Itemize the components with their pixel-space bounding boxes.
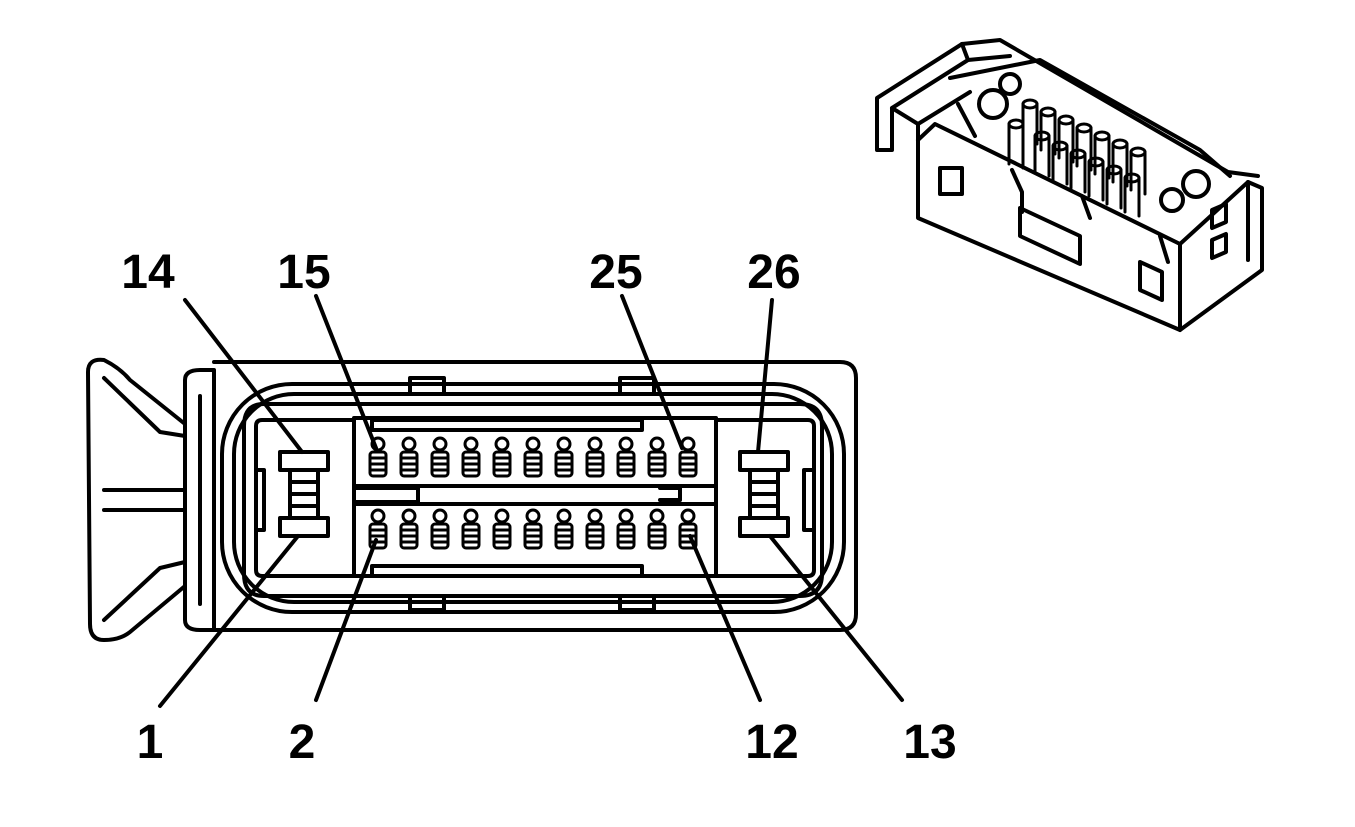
connector-isometric-view	[875, 38, 1264, 332]
pin-top-8	[585, 436, 605, 478]
pin-bottom-6	[523, 508, 543, 550]
pin-bottom-10	[647, 508, 667, 550]
pin-bottom-11	[678, 508, 698, 550]
connector-face-view	[86, 294, 904, 708]
callout-label-13: 13	[903, 716, 956, 769]
pin-top-11	[678, 436, 698, 478]
pin-bottom-8	[585, 508, 605, 550]
terminal-large-left	[278, 450, 330, 538]
callout-label-1: 1	[137, 716, 164, 769]
pin-bottom-3	[430, 508, 450, 550]
pin-top-7	[554, 436, 574, 478]
pin-bottom-7	[554, 508, 574, 550]
callout-label-12: 12	[745, 716, 798, 769]
pin-top-9	[616, 436, 636, 478]
callout-leader-lines	[158, 294, 904, 708]
pin-top-5	[492, 436, 512, 478]
pin-top-3	[430, 436, 450, 478]
pin-rows	[368, 436, 698, 550]
callout-labels: 14 15 25 26 1 2 12 13	[121, 246, 956, 769]
pin-bottom-4	[461, 508, 481, 550]
pin-bottom-1	[368, 508, 388, 550]
pin-bottom-9	[616, 508, 636, 550]
pin-top-1	[368, 436, 388, 478]
callout-label-25: 25	[589, 246, 642, 299]
pin-top-6	[523, 436, 543, 478]
callout-label-26: 26	[747, 246, 800, 299]
terminal-large-right	[738, 450, 790, 538]
pin-bottom-2	[399, 508, 419, 550]
pin-bottom-5	[492, 508, 512, 550]
pin-top-2	[399, 436, 419, 478]
callout-label-14: 14	[121, 246, 175, 299]
pin-top-4	[461, 436, 481, 478]
callout-label-2: 2	[289, 716, 316, 769]
pin-top-10	[647, 436, 667, 478]
callout-label-15: 15	[277, 246, 330, 299]
